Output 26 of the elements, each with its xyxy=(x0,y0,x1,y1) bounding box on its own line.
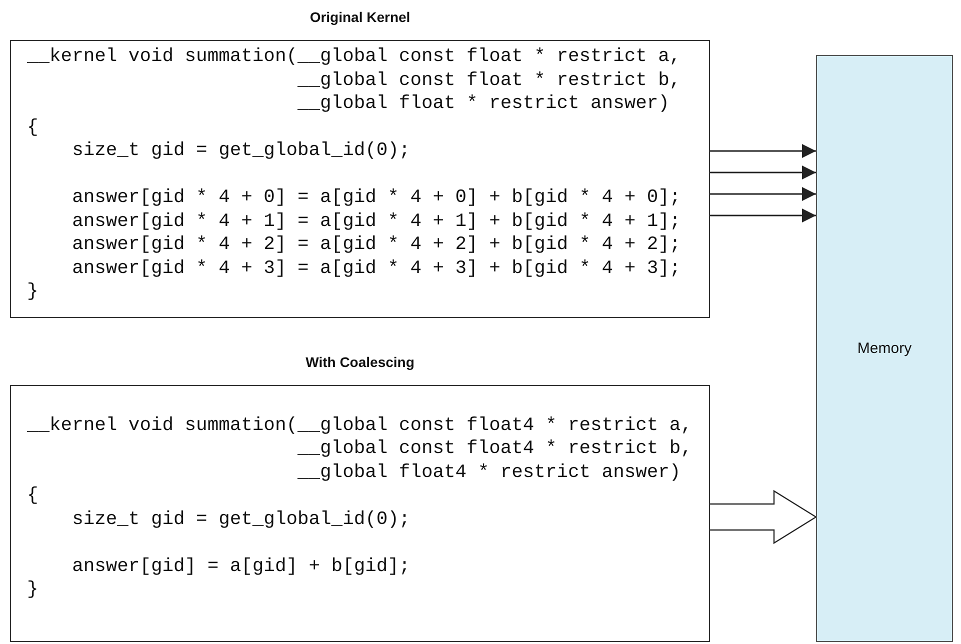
panel-title: Original Kernel xyxy=(308,9,412,25)
code-line: __global const float * restrict b, xyxy=(296,68,681,92)
code-line: answer[gid] = a[gid] + b[gid]; xyxy=(71,554,410,578)
arrow xyxy=(710,187,816,201)
code-line: __kernel void summation(__global const float4 * restrict a, xyxy=(27,414,692,437)
block-arrow xyxy=(709,490,818,544)
code-line: __global float4 * restrict answer) xyxy=(296,460,681,484)
code-line: { xyxy=(27,116,38,139)
code-line: answer[gid * 4 + 3] = a[gid * 4 + 3] + b[gid * 4 + 3]; xyxy=(71,256,681,280)
code-line: __kernel void summation(__global const float * restrict a, xyxy=(27,45,681,68)
memory-block xyxy=(816,55,953,642)
arrow xyxy=(710,144,816,158)
memory-label: Memory xyxy=(857,340,912,357)
arrow xyxy=(710,166,816,180)
code-line: { xyxy=(27,484,38,508)
code-line: answer[gid * 4 + 0] = a[gid * 4 + 0] + b[gid * 4 + 0]; xyxy=(71,186,681,210)
code-line: } xyxy=(27,578,38,602)
code-line: __global const float4 * restrict b, xyxy=(296,437,692,460)
panel-title: With Coalescing xyxy=(304,354,416,370)
code-line: } xyxy=(27,280,38,304)
code-line: __global float * restrict answer) xyxy=(296,92,670,116)
code-line: answer[gid * 4 + 2] = a[gid * 4 + 2] + b[gid * 4 + 2]; xyxy=(71,233,681,256)
code-line: size_t gid = get_global_id(0); xyxy=(71,508,410,531)
code-line: size_t gid = get_global_id(0); xyxy=(71,139,410,162)
code-line: answer[gid * 4 + 1] = a[gid * 4 + 1] + b[gid * 4 + 1]; xyxy=(71,210,681,233)
arrow xyxy=(710,208,816,222)
